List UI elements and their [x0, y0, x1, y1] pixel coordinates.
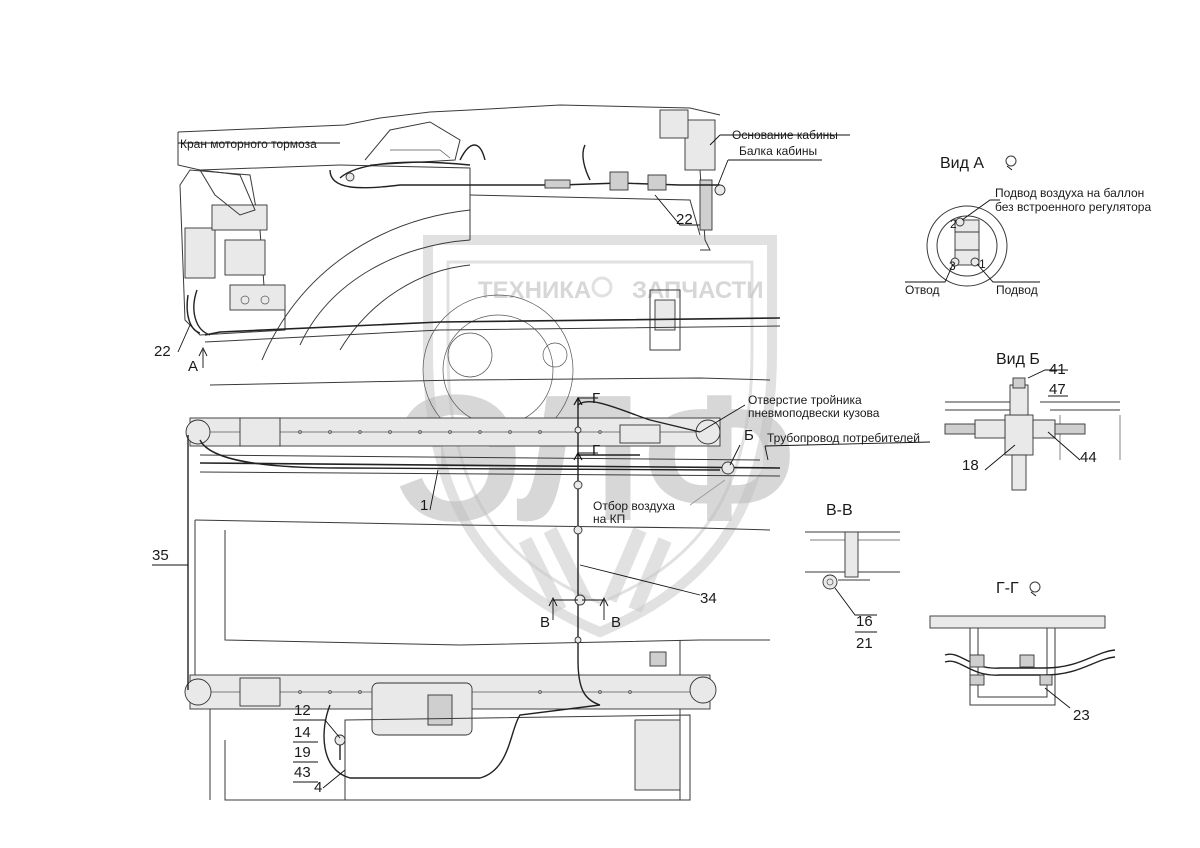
callout-22-left: 22 [154, 343, 171, 360]
label-otvod: Отвод [905, 283, 939, 297]
callout-18: 18 [962, 457, 979, 474]
label-podvod: Подвод [996, 283, 1038, 297]
label-truboprovod: Трубопровод потребителей [767, 431, 920, 445]
section-g-g-title: Г-Г [996, 580, 1019, 597]
callout-23: 23 [1073, 707, 1090, 724]
view-a-title: Вид А [940, 155, 984, 172]
section-v-v: В-В 16 21 [805, 502, 900, 652]
plan-labels: Г Г Отверстие тройника пневмоподвески ку… [152, 390, 931, 796]
marker-v-left: В [540, 614, 550, 631]
marker-g-mid: Г [592, 442, 600, 459]
marker-b: Б [744, 427, 754, 444]
callout-41: 41 [1049, 361, 1066, 378]
watermark-left-text: ТЕХНИКА [478, 277, 591, 304]
section-v-v-title: В-В [826, 502, 853, 519]
callout-47: 47 [1049, 381, 1066, 398]
callout-44: 44 [1080, 449, 1097, 466]
label-otbor-line2: на КП [593, 512, 625, 526]
label-otbor-line1: Отбор воздуха [593, 499, 675, 513]
callout-22-top: 22 [676, 211, 693, 228]
callout-14: 14 [294, 724, 311, 741]
label-podvod-na-ballon-line2: без встроенного регулятора [995, 200, 1151, 214]
plan-view-frame [184, 377, 781, 801]
label-kran-motornogo-tormoza: Кран моторного тормоза [180, 137, 317, 151]
side-view-cab [177, 104, 781, 446]
label-podvod-na-ballon-line1: Подвод воздуха на баллон [995, 186, 1144, 200]
label-balka-kabiny: Балка кабины [739, 144, 817, 158]
label-osnovanie-kabiny: Основание кабины [732, 128, 838, 142]
view-b: Вид Б 41 47 18 44 [944, 351, 1121, 491]
label-otverstie-line1: Отверстие тройника [748, 393, 862, 407]
top-labels: Кран моторного тормоза Основание кабины … [154, 128, 850, 375]
rivets-top-rail [298, 430, 632, 694]
section-g-g: Г-Г 23 [929, 580, 1116, 724]
callout-35: 35 [152, 547, 169, 564]
callout-43: 43 [294, 764, 311, 781]
callout-19: 19 [294, 744, 311, 761]
marker-v-right: В [611, 614, 621, 631]
callout-16: 16 [856, 613, 873, 630]
view-a-num-2: 2 [950, 217, 957, 231]
callout-12: 12 [294, 702, 311, 719]
callout-21: 21 [856, 635, 873, 652]
view-a-num-1: 1 [979, 257, 986, 271]
callout-4: 4 [314, 779, 322, 796]
view-b-title: Вид Б [996, 351, 1040, 368]
callout-34: 34 [700, 590, 717, 607]
view-a: Вид А 2 3 1 Подвод воздуха на баллон без… [905, 155, 1151, 297]
marker-g-top: Г [592, 390, 600, 407]
label-otverstie-line2: пневмоподвески кузова [748, 406, 880, 420]
marker-a: А [188, 358, 198, 375]
callout-1: 1 [420, 497, 428, 514]
